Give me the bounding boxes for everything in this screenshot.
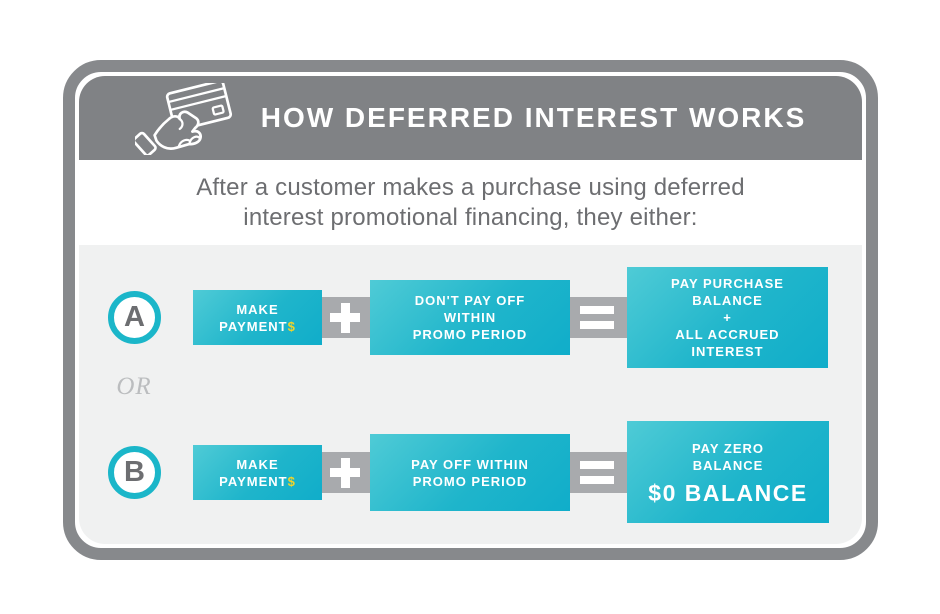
deferred-interest-card: HOW DEFERRED INTEREST WORKS After a cust… — [63, 60, 878, 560]
scenario-a-badge: A — [108, 291, 161, 344]
equals-icon — [580, 306, 614, 329]
scenario-b-condition-label: PAY OFF WITHIN PROMO PERIOD — [411, 456, 529, 489]
scenario-b-condition-box: PAY OFF WITHIN PROMO PERIOD — [370, 434, 570, 511]
card-header: HOW DEFERRED INTEREST WORKS — [79, 76, 862, 160]
scenario-b-connector-equals — [564, 452, 630, 493]
scenario-b-make-payments-box: MAKE PAYMENT$ — [193, 445, 322, 500]
or-label: OR — [116, 373, 152, 400]
scenario-a-make-payments-box: MAKE PAYMENT$ — [193, 290, 322, 345]
scenario-b-result-label: PAY ZERO BALANCE — [691, 440, 765, 473]
scenario-b-make-payments-label: MAKE PAYMENT$ — [219, 456, 296, 489]
scenario-a-result-box: PAY PURCHASE BALANCE + ALL ACCRUED INTER… — [627, 267, 828, 368]
plus-icon — [330, 457, 360, 488]
dollar-accent: $ — [287, 318, 296, 334]
scenario-a-connector-plus — [316, 297, 374, 338]
equals-icon — [580, 461, 614, 484]
scenario-b-result-box: PAY ZERO BALANCE $0 BALANCE — [627, 421, 829, 523]
scenario-b-badge: B — [108, 446, 161, 499]
dollar-accent: $ — [287, 473, 296, 489]
plus-icon — [330, 302, 360, 333]
scenario-b-letter: B — [124, 456, 145, 488]
intro-band: After a customer makes a purchase using … — [79, 160, 862, 245]
hand-holding-credit-card-icon — [134, 83, 232, 155]
scenario-a-condition-box: DON'T PAY OFF WITHIN PROMO PERIOD — [370, 280, 570, 355]
intro-text: After a customer makes a purchase using … — [196, 173, 745, 231]
scenario-a-make-payments-label: MAKE PAYMENT$ — [219, 301, 296, 334]
zero-balance-amount: $0 BALANCE — [648, 479, 808, 506]
scenario-a-result-label: PAY PURCHASE BALANCE + ALL ACCRUED INTER… — [671, 276, 784, 359]
card-inner: HOW DEFERRED INTEREST WORKS After a cust… — [79, 76, 862, 544]
scenario-a-connector-equals — [564, 297, 630, 338]
flow-area: A MAKE PAYMENT$ DON'T PAY OFF WITHIN PRO… — [79, 245, 862, 544]
scenario-a-letter: A — [124, 301, 145, 333]
page-title: HOW DEFERRED INTEREST WORKS — [260, 102, 807, 133]
scenario-b-connector-plus — [316, 452, 374, 493]
scenario-a-condition-label: DON'T PAY OFF WITHIN PROMO PERIOD — [412, 293, 528, 342]
